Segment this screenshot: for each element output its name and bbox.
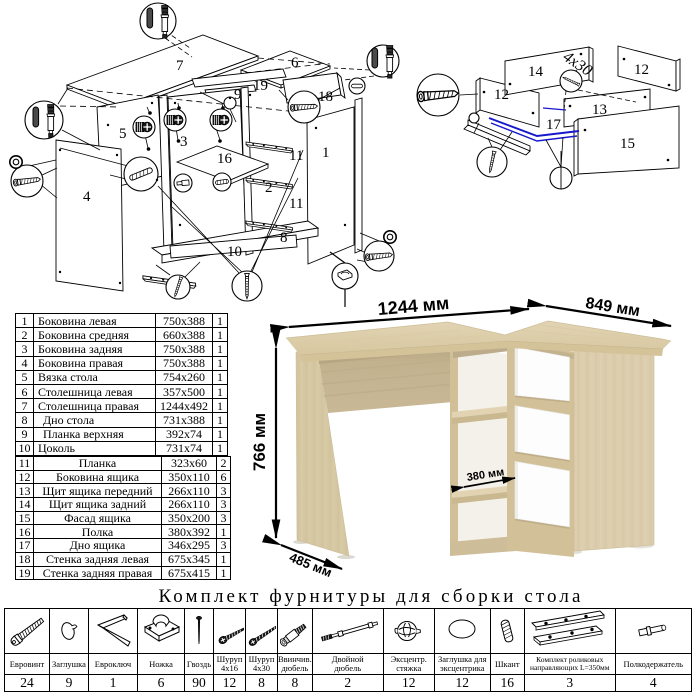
svg-text:485 мм: 485 мм	[287, 550, 334, 581]
svg-text:11: 11	[289, 148, 303, 164]
svg-text:9: 9	[234, 87, 242, 103]
svg-text:12: 12	[634, 62, 649, 78]
svg-text:10: 10	[227, 244, 242, 260]
svg-text:766 мм: 766 мм	[250, 413, 269, 471]
svg-text:1: 1	[322, 145, 330, 161]
svg-text:12: 12	[494, 87, 509, 103]
svg-text:14: 14	[528, 64, 544, 80]
svg-text:18: 18	[318, 89, 333, 105]
svg-text:2: 2	[265, 180, 273, 196]
svg-text:7: 7	[176, 58, 184, 74]
svg-text:15: 15	[620, 136, 635, 152]
svg-text:380 мм: 380 мм	[466, 466, 505, 484]
svg-text:17: 17	[546, 117, 562, 133]
svg-text:8: 8	[280, 230, 288, 246]
svg-text:11: 11	[289, 196, 303, 212]
svg-text:3: 3	[180, 134, 188, 150]
svg-text:6: 6	[291, 55, 299, 71]
svg-text:16: 16	[217, 151, 233, 167]
svg-text:19: 19	[253, 78, 268, 94]
svg-text:5: 5	[119, 126, 127, 142]
svg-text:13: 13	[592, 102, 607, 118]
svg-text:4: 4	[83, 189, 91, 205]
